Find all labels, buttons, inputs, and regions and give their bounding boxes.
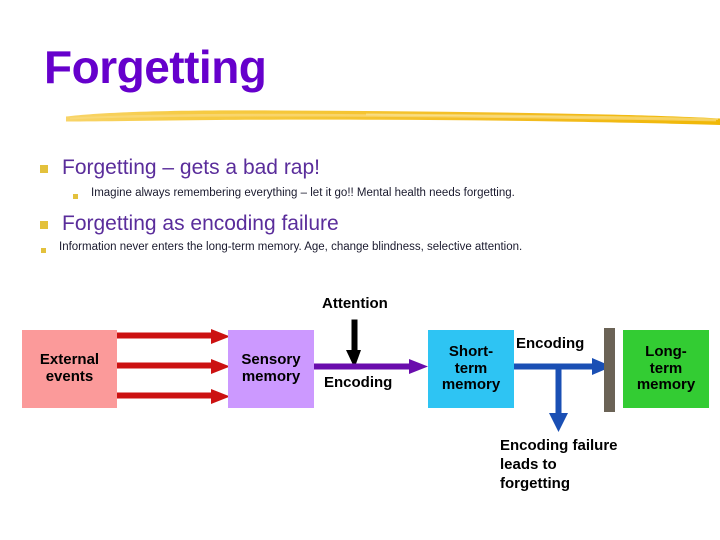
label-encoding-failure-note: Encoding failure leads to forgetting [500,437,618,492]
page-title: Forgetting [44,41,267,93]
bullet-item-1: Forgetting – gets a bad rap! [40,156,320,180]
bullet-item-4: Information never enters the long-term m… [41,241,522,255]
box-short-term-memory-label: Short- term memory [441,342,501,394]
box-line-3: memory [441,376,501,394]
box-line-3: memory [636,376,696,394]
box-external-events-label: External events [39,351,100,386]
bullet-item-3: Forgetting as encoding failure [40,212,339,236]
box-line-2: events [45,368,94,385]
square-bullet-icon [41,248,46,254]
box-line-1: Short- [448,342,494,360]
memory-process-diagram: External events Sensory memory Short- te… [0,280,720,540]
box-line-1: Sensory [241,351,301,369]
square-bullet-icon [40,164,48,173]
box-short-term-memory: Short- term memory [428,330,514,408]
box-long-term-memory: Long- term memory [623,330,709,408]
box-sensory-memory-label: Sensory memory [241,351,301,386]
bullet-label: Forgetting as encoding failure [62,212,339,235]
bullet-item-2: Imagine always remembering everything – … [73,187,515,201]
square-bullet-icon [73,194,78,200]
box-line-1: External [39,351,100,369]
box-line-2: memory [241,368,301,385]
label-encoding-short-to-long: Encoding [516,335,585,352]
label-encoding-sensory-to-short: Encoding [324,374,393,391]
square-bullet-icon [40,220,48,229]
bullet-label: Information never enters the long-term m… [59,241,523,253]
box-line-2: term [454,359,488,377]
box-sensory-memory: Sensory memory [228,330,314,408]
encoding-failure-blocker [604,328,615,412]
box-long-term-memory-label: Long- term memory [636,342,696,394]
title-underline-brushstroke [66,104,720,128]
bullet-label: Forgetting – gets a bad rap! [62,156,320,179]
label-attention: Attention [322,295,388,312]
box-line-1: Long- [645,342,687,360]
bullet-label: Imagine always remembering everything – … [91,187,515,199]
box-external-events: External events [22,330,117,408]
box-line-2: term [649,359,683,377]
